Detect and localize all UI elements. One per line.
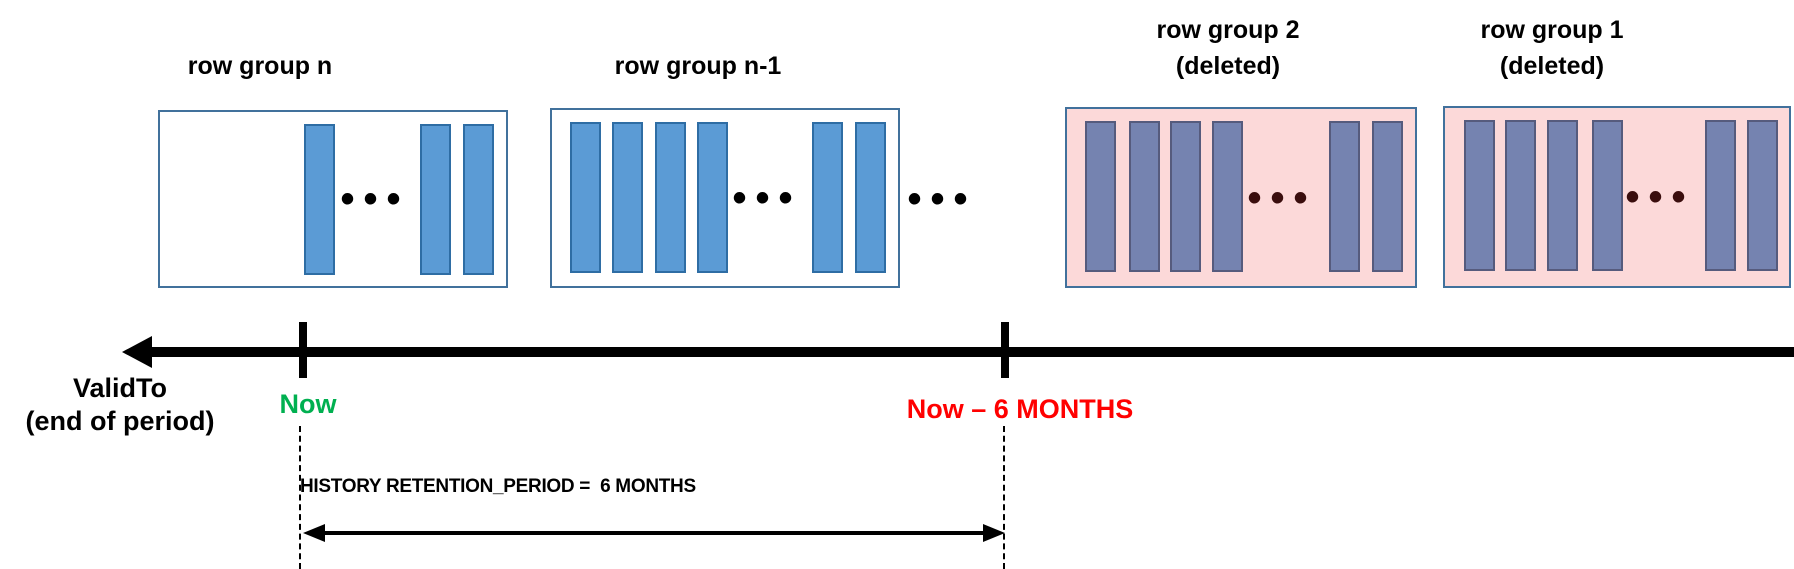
row-group-n-label: row group n: [100, 48, 420, 84]
segment-bar: [1705, 120, 1736, 271]
timeline-axis: [138, 347, 1794, 357]
now-dashed-line: [299, 426, 301, 569]
retention-period-label: HISTORY RETENTION_PERIOD = 6 MONTHS: [300, 476, 696, 497]
segment-bar: [304, 124, 335, 275]
segment-bar: [1212, 121, 1243, 272]
axis-caption: ValidTo (end of period): [0, 372, 240, 438]
retention-range-right-arrowhead-icon: [983, 524, 1005, 542]
now-tick: [299, 322, 307, 378]
segment-bar: [1592, 120, 1623, 271]
row-group-1-label: row group 1 (deleted): [1392, 12, 1712, 84]
ellipsis-icon: •••: [1247, 175, 1317, 220]
row-group-n-box: •••: [158, 110, 508, 288]
now-label: Now: [279, 389, 337, 419]
segment-bar: [612, 122, 643, 273]
row-group-2-label: row group 2 (deleted): [1068, 12, 1388, 84]
row-group-n1-box: •••: [550, 108, 900, 288]
axis-sublabel: (end of period): [25, 406, 215, 436]
row-group-2-subtitle: (deleted): [1175, 52, 1281, 80]
segment-bar: [812, 122, 843, 273]
ellipsis-icon: •••: [1625, 175, 1695, 219]
segment-bar: [420, 124, 451, 275]
row-group-n-title: row group n: [187, 52, 333, 80]
segment-bar: [1129, 121, 1160, 272]
cutoff-tick: [1001, 322, 1009, 378]
row-group-n1-title: row group n-1: [614, 52, 782, 80]
row-group-1-subtitle: (deleted): [1499, 52, 1605, 80]
retention-range-line: [318, 531, 990, 535]
row-group-1-title: row group 1: [1480, 16, 1624, 44]
segment-bar: [697, 122, 728, 273]
segment-bar: [1464, 120, 1495, 271]
segment-bar: [1372, 121, 1403, 272]
segment-bar: [570, 122, 601, 273]
segment-bar: [1085, 121, 1116, 272]
row-group-1-box: •••: [1443, 106, 1791, 288]
segment-bar: [655, 122, 686, 273]
ellipsis-icon: •••: [340, 177, 410, 221]
retention-range-left-arrowhead-icon: [303, 524, 325, 542]
segment-bar: [855, 122, 886, 273]
segment-bar: [1329, 121, 1360, 272]
row-group-n1-label: row group n-1: [538, 48, 858, 84]
segment-bar: [463, 124, 494, 275]
row-group-2-box: •••: [1065, 107, 1417, 288]
cutoff-dashed-line: [1003, 426, 1005, 569]
segment-bar: [1547, 120, 1578, 271]
ellipsis-icon: •••: [732, 176, 802, 220]
segment-bar: [1505, 120, 1536, 271]
timeline-arrowhead-icon: [122, 336, 152, 368]
segment-bar: [1747, 120, 1778, 271]
segment-bar: [1170, 121, 1201, 272]
ellipsis-icon: •••: [907, 177, 977, 221]
row-group-2-title: row group 2: [1156, 16, 1300, 44]
axis-label: ValidTo: [72, 373, 167, 403]
cutoff-label: Now – 6 MONTHS: [906, 394, 1134, 424]
